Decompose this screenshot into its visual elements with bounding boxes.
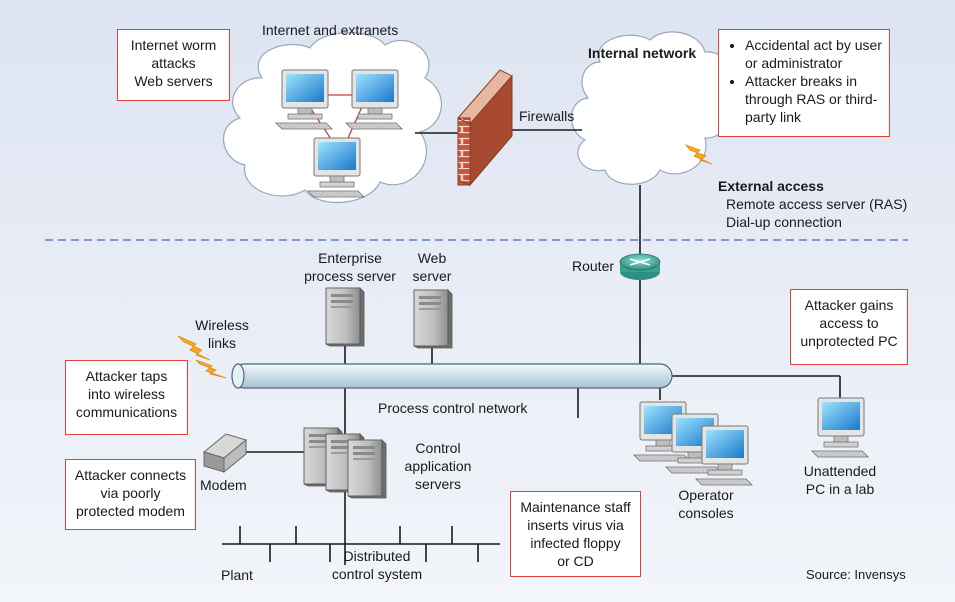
external-access-line: Dial-up connection: [726, 214, 842, 230]
process-control-network-label: Process control network: [378, 400, 528, 416]
internal-network-label: Internal network: [588, 45, 697, 61]
control-server-icon: [347, 439, 387, 499]
threat-item: Attacker breaks in through RAS or third-…: [745, 72, 889, 126]
lightning-bolt-icon: [684, 144, 713, 165]
web-server-icon: [413, 289, 453, 349]
firewall-label: Firewalls: [519, 108, 575, 124]
modem-icon: [202, 433, 248, 474]
lightning-bolt-icon: [177, 335, 211, 361]
process-control-bus: [231, 363, 673, 389]
unattended-pc-icon: [811, 397, 869, 458]
external-access-line: Remote access server (RAS): [726, 196, 908, 212]
callout-internal-threats: Accidental act by user or administrator …: [718, 29, 890, 137]
router-icon: [619, 253, 661, 280]
threat-item: Accidental act by user or administrator: [745, 36, 889, 72]
source-credit: Source: Invensys: [806, 567, 906, 582]
modem-label: Modem: [200, 477, 247, 493]
plant-label: Plant: [221, 567, 253, 583]
router-label: Router: [572, 258, 615, 274]
operator-console-icon: [695, 425, 753, 486]
lightning-bolt-icon: [195, 359, 227, 379]
enterprise-server-icon: [325, 287, 365, 347]
internet-cloud-label: Internet and extranets: [262, 22, 399, 38]
external-access-title: External access: [718, 178, 824, 194]
firewall-wall-icon: [457, 69, 513, 187]
